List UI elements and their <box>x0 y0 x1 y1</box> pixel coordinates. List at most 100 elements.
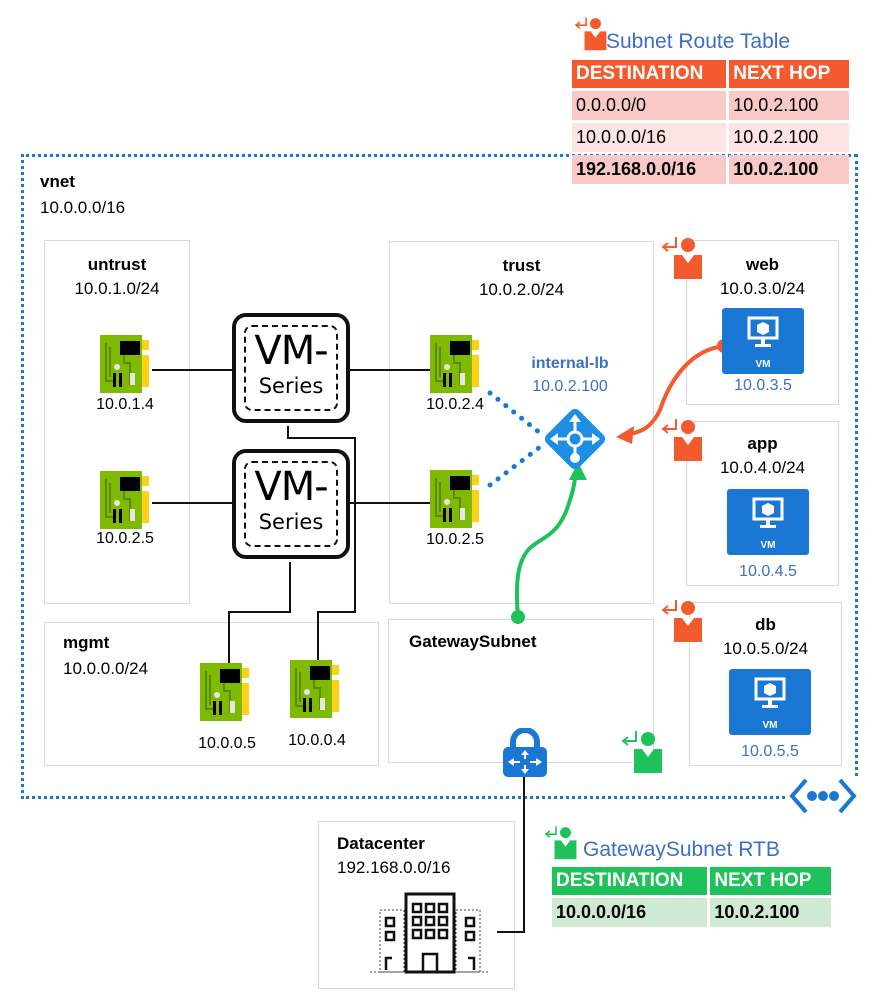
vm-app[interactable]: VM <box>727 489 809 555</box>
nic-ip-mgmt-2: 10.0.0.4 <box>288 732 346 749</box>
subnet-untrust-name: untrust <box>87 255 147 274</box>
table-header-row: DESTINATION NEXT HOP <box>572 60 849 88</box>
lb-name: internal-lb <box>531 355 609 372</box>
nic-ip-trust-2: 10.0.2.5 <box>426 531 484 548</box>
gateway-route-table: DESTINATION NEXT HOP 10.0.0.0/16 10.0.2.… <box>549 864 834 930</box>
link-gateway-datacenter <box>497 775 525 933</box>
link-fw2-mgmt <box>228 562 291 663</box>
vnet-peering-icon <box>788 776 858 816</box>
subnet-route-table-title: Subnet Route Table <box>606 30 791 53</box>
table-row: 192.168.0.0/16 10.0.2.100 <box>572 155 849 184</box>
cell-next-hop: 10.0.2.100 <box>729 123 849 152</box>
cell-destination: 0.0.0.0/0 <box>572 91 727 120</box>
vm-label: VM <box>760 540 776 551</box>
table-row: 10.0.0.0/16 10.0.2.100 <box>572 123 849 152</box>
subnet-db-name: db <box>755 615 776 634</box>
vnet-cidr: 10.0.0.0/16 <box>40 198 126 217</box>
subnet-untrust-cidr: 10.0.1.0/24 <box>74 279 160 298</box>
subnet-gateway-name: GatewaySubnet <box>409 632 537 651</box>
vm-db-ip: 10.0.5.5 <box>741 743 799 760</box>
cell-next-hop: 10.0.2.100 <box>710 898 831 927</box>
route-web-arrowhead <box>616 426 634 444</box>
vm-series-firewall-1[interactable]: VM- Series <box>232 313 350 423</box>
route-table-icon <box>574 17 607 51</box>
load-balancer-icon[interactable] <box>540 404 610 474</box>
cell-destination: 10.0.0.0/16 <box>572 123 727 152</box>
datacenter-cidr: 192.168.0.0/16 <box>337 858 451 877</box>
table-row: 10.0.0.0/16 10.0.2.100 <box>552 898 831 927</box>
nic-ip-mgmt-1: 10.0.0.5 <box>198 735 256 752</box>
vm-db[interactable]: VM <box>729 669 811 735</box>
subnet-web-cidr: 10.0.3.0/24 <box>719 279 806 298</box>
vm-web-ip: 10.0.3.5 <box>734 377 792 394</box>
datacenter-name: Datacenter <box>337 834 425 853</box>
vnet-boundary <box>21 154 857 799</box>
subnet-trust-name: trust <box>502 256 541 275</box>
vm-web[interactable]: VM <box>722 308 804 374</box>
nic-ip-untrust-2: 10.0.2.5 <box>96 530 154 547</box>
vm-series-label-small: Series <box>258 510 324 534</box>
vm-label: VM <box>755 359 771 370</box>
vm-series-firewall-2[interactable]: VM- Series <box>232 449 350 559</box>
subnet-route-table: DESTINATION NEXT HOP 0.0.0.0/0 10.0.2.10… <box>569 57 852 187</box>
route-web-to-lb <box>624 344 725 437</box>
nic-icon <box>430 470 479 528</box>
nic-icon <box>430 335 479 393</box>
lb-ip: 10.0.2.100 <box>532 378 608 395</box>
subnet-web-name: web <box>745 255 780 274</box>
subnet-app-cidr: 10.0.4.0/24 <box>719 458 806 477</box>
table-header-row: DESTINATION NEXT HOP <box>552 867 831 895</box>
nic-icon <box>100 335 149 393</box>
route-gateway-dot <box>511 610 525 624</box>
vm-series-label-big: VM- <box>254 328 328 374</box>
vm-monitor-icon <box>754 677 786 708</box>
subnet-mgmt-cidr: 10.0.0.0/24 <box>63 659 149 678</box>
route-gateway-to-lb <box>514 469 578 618</box>
vpn-gateway-icon[interactable] <box>503 728 547 778</box>
route-gateway-arrowhead <box>569 462 587 480</box>
link-nic-trust1-lb <box>487 390 543 436</box>
nic-ip-untrust-1: 10.0.1.4 <box>96 396 154 413</box>
route-table-icon-web[interactable] <box>658 233 704 281</box>
vm-series-label-big: VM- <box>254 464 328 510</box>
subnet-untrust: untrust 10.0.1.0/24 <box>44 240 190 604</box>
vm-series-label-small: Series <box>258 374 324 398</box>
table-row: 0.0.0.0/0 10.0.2.100 <box>572 91 849 120</box>
vm-series-inner-border <box>244 461 338 547</box>
nic-icon <box>100 471 149 529</box>
vm-app-ip: 10.0.4.5 <box>739 563 797 580</box>
vnet-name: vnet <box>40 172 75 191</box>
route-table-icon <box>544 826 577 860</box>
route-table-icon-db[interactable] <box>658 596 704 644</box>
column-header-destination: DESTINATION <box>572 60 727 88</box>
vm-monitor-icon <box>752 497 784 528</box>
gateway-route-table-title: GatewaySubnet RTB <box>583 838 780 861</box>
subnet-db-cidr: 10.0.5.0/24 <box>722 639 809 658</box>
vm-series-inner-border <box>244 325 338 411</box>
subnet-trust-cidr: 10.0.2.0/24 <box>478 280 565 299</box>
column-header-next-hop: NEXT HOP <box>710 867 831 895</box>
cell-next-hop: 10.0.2.100 <box>729 155 849 184</box>
column-header-next-hop: NEXT HOP <box>729 60 849 88</box>
route-table-icon-app[interactable] <box>658 415 704 463</box>
vnet-boundary-right <box>855 154 858 782</box>
nic-icon <box>290 660 339 718</box>
subnet-gateway: GatewaySubnet <box>388 619 654 763</box>
route-table-icon-gateway[interactable] <box>618 725 664 777</box>
vm-monitor-icon <box>747 316 779 347</box>
building-icon <box>370 892 490 974</box>
subnet-app-name: app <box>747 434 778 453</box>
subnet-mgmt-name: mgmt <box>63 633 110 652</box>
subnet-trust: trust 10.0.2.0/24 <box>389 241 654 604</box>
nic-icon <box>200 663 249 721</box>
cell-destination: 10.0.0.0/16 <box>552 898 708 927</box>
subnet-web: web 10.0.3.0/24 <box>686 240 839 405</box>
cell-destination: 192.168.0.0/16 <box>572 155 727 184</box>
column-header-destination: DESTINATION <box>552 867 708 895</box>
nic-ip-trust-1: 10.0.2.4 <box>426 396 484 413</box>
link-fw1-mgmt <box>287 426 356 660</box>
link-nic-trust2-lb <box>487 444 543 488</box>
vm-label: VM <box>762 720 778 731</box>
cell-next-hop: 10.0.2.100 <box>729 91 849 120</box>
